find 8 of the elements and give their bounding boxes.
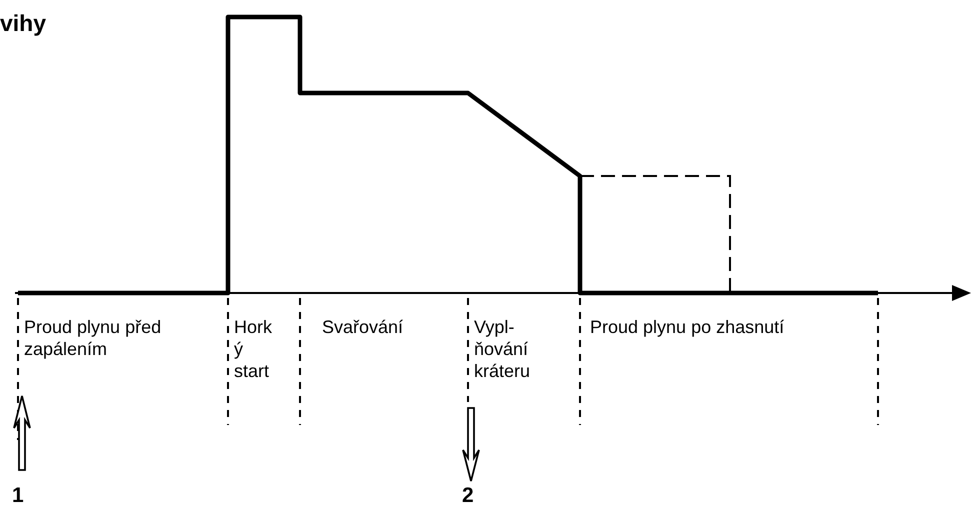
phase-label: Proud plynu po zhasnutí bbox=[590, 316, 786, 338]
chart-title: vihy bbox=[0, 10, 46, 37]
callout-number: 1 bbox=[12, 484, 25, 508]
callout-number: 2 bbox=[462, 484, 475, 508]
phase-label: Proud plynu před zapálením bbox=[24, 316, 162, 360]
phase-label: Hork ý start bbox=[234, 316, 274, 382]
phase-label: Svařování bbox=[322, 316, 404, 338]
phase-label: Vypl- ňování kráteru bbox=[474, 316, 532, 382]
